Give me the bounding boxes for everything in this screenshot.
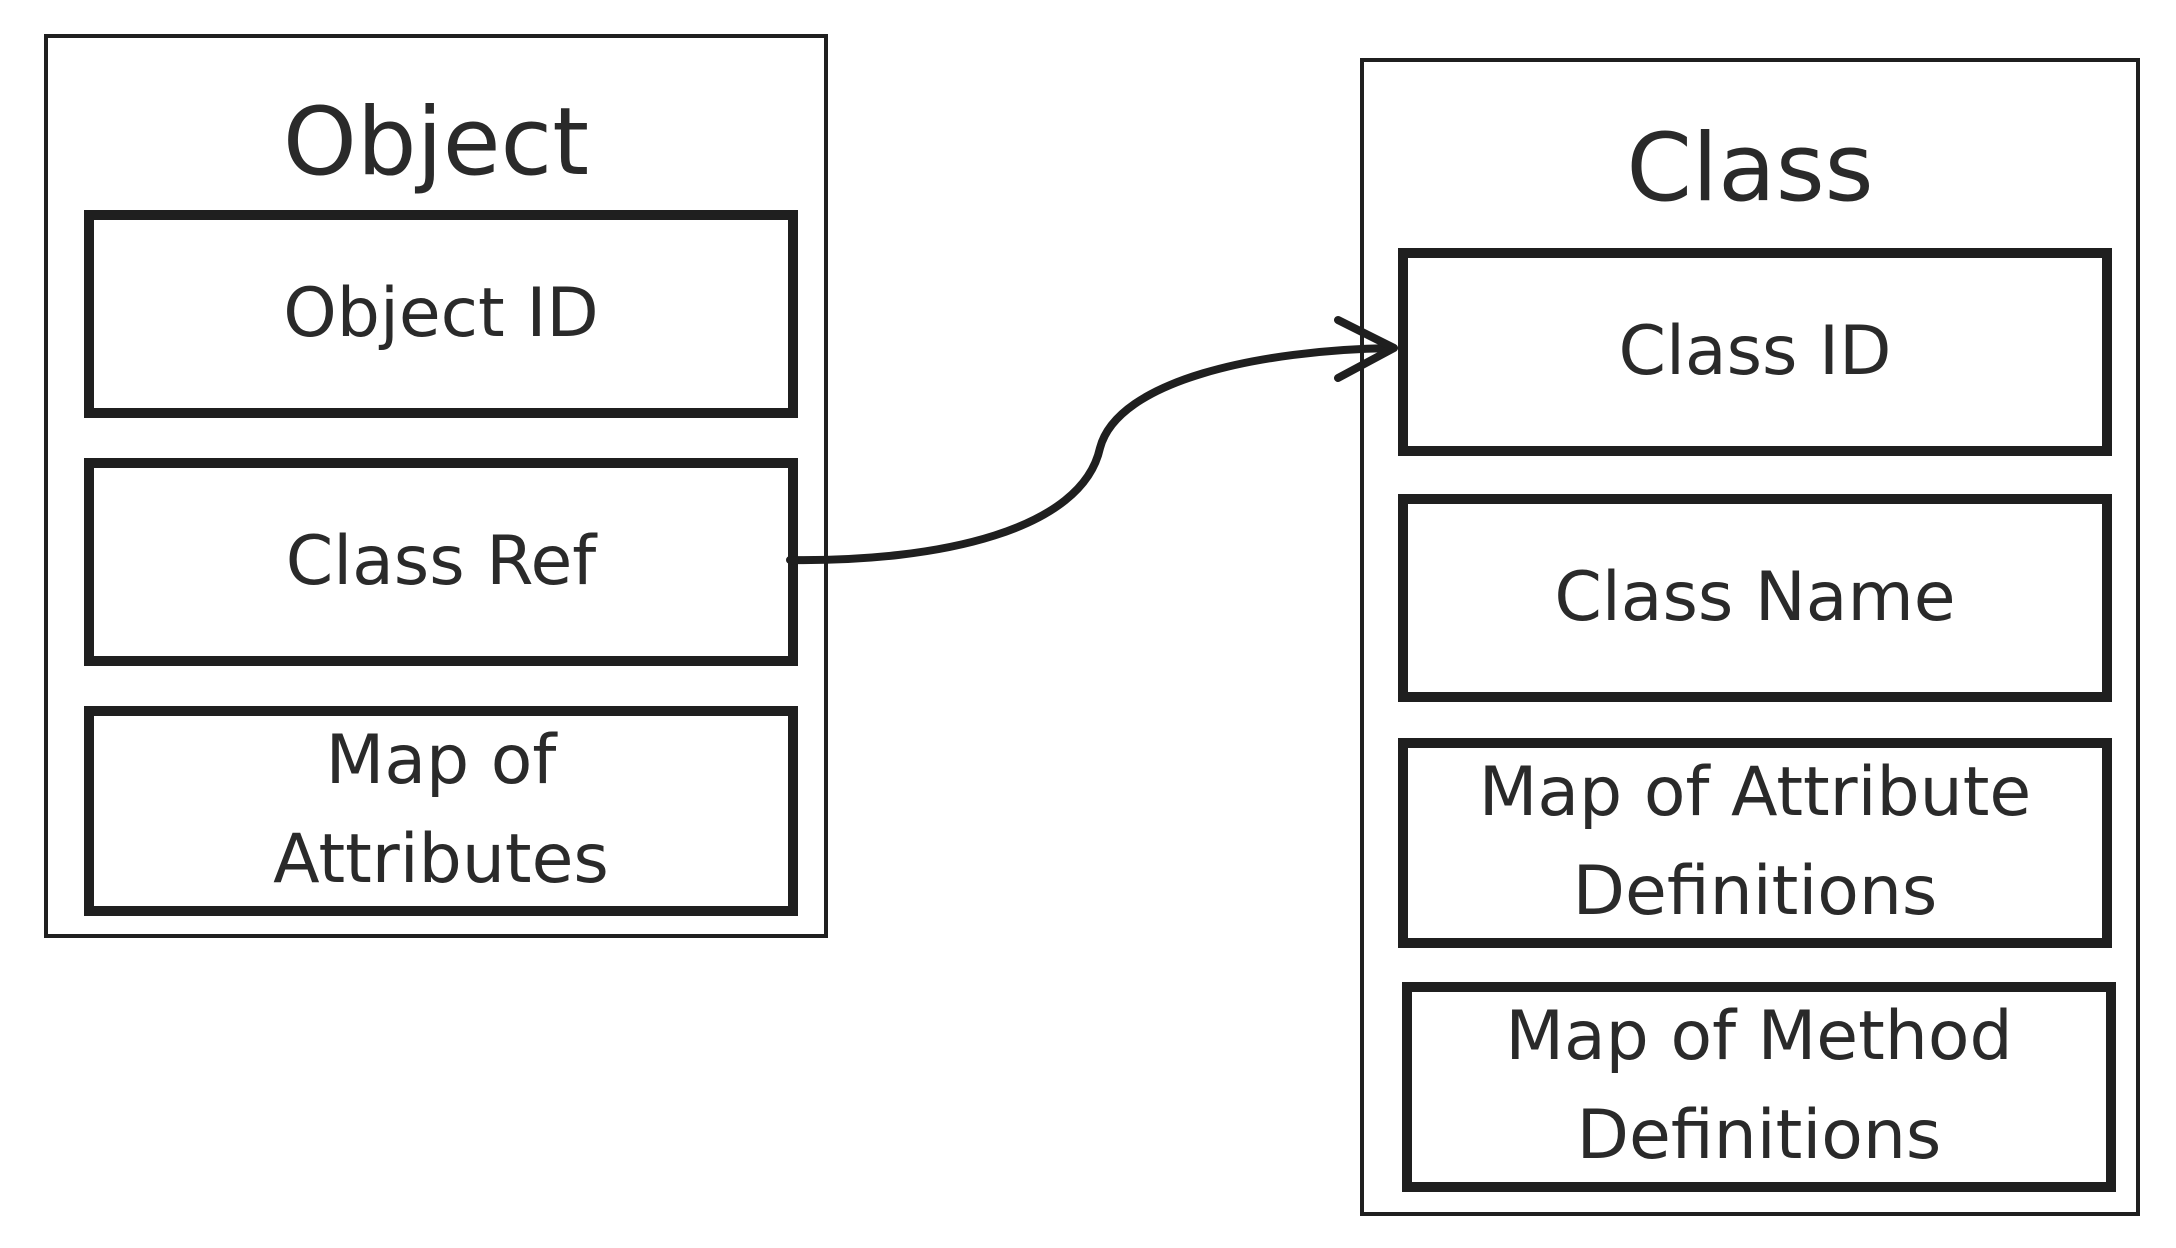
object-id-label: Object ID	[283, 273, 599, 353]
class-ref-label: Class Ref	[285, 521, 597, 601]
class-id-label: Class ID	[1618, 311, 1892, 391]
object-box: Object Object ID Class Ref Map of Attrib…	[44, 34, 828, 938]
class-name-label: Class Name	[1554, 557, 1956, 637]
object-id-field: Object ID	[84, 210, 798, 418]
map-of-attributes-label: Map of Attributes	[273, 721, 609, 899]
map-of-attributes-field: Map of Attributes	[84, 706, 798, 916]
object-title: Object	[282, 88, 590, 197]
map-of-attribute-definitions-label: Map of Attribute Definitions	[1478, 753, 2032, 931]
class-name-field: Class Name	[1398, 494, 2112, 702]
map-of-method-definitions-label: Map of Method Definitions	[1505, 997, 2013, 1175]
class-ref-field: Class Ref	[84, 458, 798, 666]
class-box: Class Class ID Class Name Map of Attribu…	[1360, 58, 2140, 1216]
connector-curve	[786, 344, 1396, 565]
map-of-method-definitions-field: Map of Method Definitions	[1402, 982, 2116, 1192]
arrowhead-icon	[1334, 316, 1398, 382]
map-of-attribute-definitions-field: Map of Attribute Definitions	[1398, 738, 2112, 948]
class-id-field: Class ID	[1398, 248, 2112, 456]
class-title: Class	[1626, 114, 1874, 223]
